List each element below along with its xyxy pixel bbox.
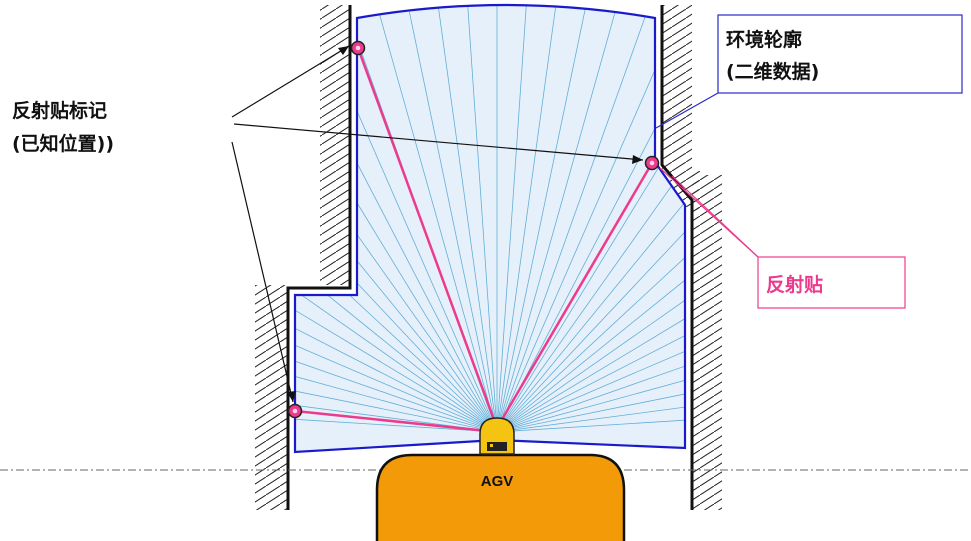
laser-ray: [295, 5, 498, 433]
laser-ray: [496, 134, 685, 433]
laser-ray: [496, 5, 685, 433]
laser-ray: [496, 5, 685, 433]
laser-rays: [295, 5, 685, 433]
laser-ray: [295, 252, 498, 433]
laser-ray: [496, 5, 560, 433]
laser-ray: [295, 5, 498, 433]
laser-ray: [295, 5, 498, 433]
laser-ray: [496, 192, 685, 433]
env-contour-callout-line: [655, 92, 719, 129]
laser-ray: [295, 375, 498, 433]
wall-hatch-left-lower: [255, 285, 288, 510]
env-contour-label-line1: 环境轮廓: [726, 28, 802, 51]
laser-ray: [496, 5, 685, 433]
laser-ray: [496, 5, 685, 433]
marker-callout-arrows: [231, 45, 644, 403]
laser-ray: [496, 375, 685, 433]
laser-ray: [295, 5, 498, 433]
wall-outline-right: [660, 5, 694, 510]
laser-ray: [295, 313, 498, 433]
laser-ray: [295, 76, 498, 433]
laser-ray: [295, 134, 498, 433]
laser-ray: [496, 5, 685, 433]
laser-ray: [295, 5, 498, 433]
laser-ray: [496, 5, 685, 433]
env-contour-label-line2: (二维数据): [726, 60, 819, 83]
reflector-markers-label-line1: 反射贴标记: [12, 99, 107, 122]
laser-ray: [295, 192, 498, 433]
laser-ray: [496, 252, 685, 433]
scan-area: [295, 5, 685, 452]
reflector-dot-icon: [287, 403, 303, 419]
reflector-callout-line-2: [671, 175, 759, 258]
reflector-dot-icon: [350, 40, 366, 56]
laser-ray: [496, 313, 685, 433]
laser-ray: [434, 5, 498, 433]
wall-hatch-right-lower: [692, 175, 722, 510]
wall-hatch-right-upper: [662, 5, 692, 170]
laser-ray: [496, 76, 685, 433]
reflector-markers-label-line2: (已知位置)): [12, 132, 114, 155]
reflector-line-top-left: [356, 47, 499, 429]
reflector-callout-label: 反射贴: [766, 273, 823, 296]
environment-contour: [293, 3, 687, 454]
laser-ray: [295, 5, 498, 433]
agv-body: [375, 453, 626, 541]
reflector-line-right: [495, 162, 654, 429]
laser-ray: [295, 5, 498, 433]
laser-ray: [496, 5, 685, 433]
laser-ray: [295, 5, 498, 433]
reflector-line-bottom-left: [294, 409, 498, 434]
lidar-sensor-icon: [479, 417, 515, 455]
reflector-dot-icon: [644, 155, 660, 171]
laser-ray: [496, 5, 685, 433]
laser-ray: [295, 5, 498, 433]
laser-ray: [496, 5, 682, 433]
laser-ray: [496, 5, 621, 433]
reflector-markers: [287, 40, 660, 419]
agv-label: AGV: [481, 473, 514, 490]
env-contour-callout-box: [717, 14, 963, 94]
reflector-callout-box: [757, 256, 906, 309]
laser-ray: [496, 20, 685, 433]
laser-ray: [496, 5, 685, 433]
laser-ray: [496, 5, 685, 433]
laser-ray: [295, 20, 498, 433]
laser-ray: [312, 5, 498, 433]
reflector-lines: [294, 47, 654, 434]
laser-ray: [295, 5, 498, 433]
laser-ray: [373, 5, 498, 433]
wall-outline-left: [286, 5, 352, 510]
